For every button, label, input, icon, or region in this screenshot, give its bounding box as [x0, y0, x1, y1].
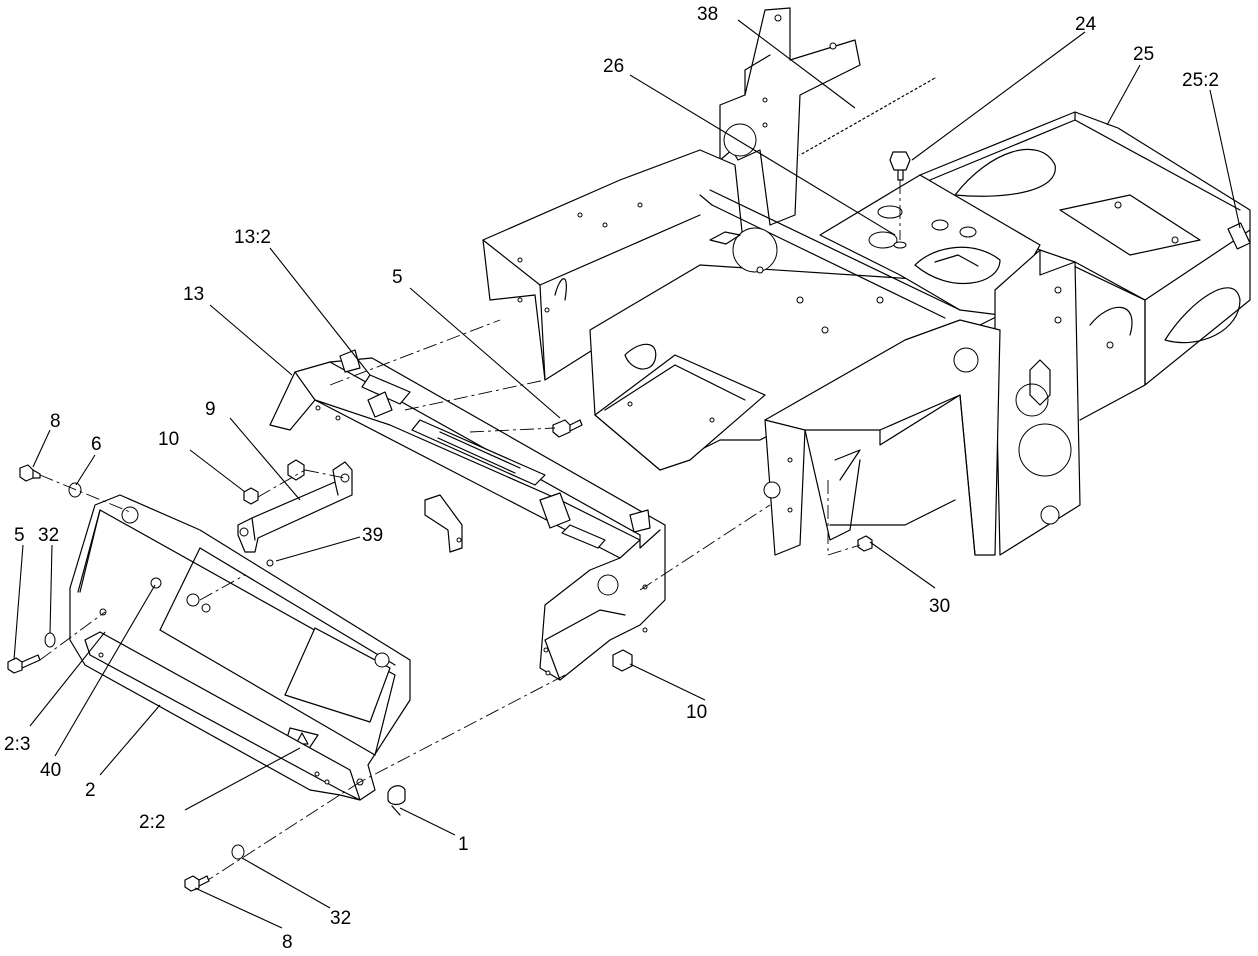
callout-2: 2: [85, 780, 96, 801]
callout-5-top: 5: [392, 267, 403, 288]
nut-10-top: [243, 487, 259, 505]
callout-40: 40: [40, 760, 61, 781]
callout-2-2: 2:2: [139, 812, 165, 833]
control-panel-2: [69, 494, 411, 801]
bolt-5-top: [552, 419, 571, 438]
bolt-8-bottom: [184, 875, 200, 892]
bracket-13: [269, 349, 666, 681]
callout-38: 38: [697, 4, 718, 25]
washer-6: [68, 482, 82, 498]
bolt-30: [857, 535, 873, 552]
callout-2-3: 2:3: [4, 734, 30, 755]
decal-13-2: [361, 374, 411, 405]
callout-30: 30: [929, 596, 950, 617]
knob-24: [889, 151, 911, 249]
callout-39: 39: [362, 525, 383, 546]
callout-8-top: 8: [50, 411, 61, 432]
callout-25: 25: [1133, 44, 1154, 65]
plug-40: [150, 577, 162, 589]
washer-32-bottom: [231, 844, 245, 860]
callout-10-top: 10: [158, 429, 179, 450]
callout-9: 9: [205, 399, 216, 420]
callout-8-bottom: 8: [282, 932, 293, 953]
callout-32-left: 32: [38, 525, 59, 546]
callout-32-bottom: 32: [330, 908, 351, 929]
callout-24: 24: [1075, 14, 1097, 35]
nut-39: [266, 559, 274, 567]
decal-25-2: [1227, 222, 1251, 250]
bolt-5-left: [7, 657, 23, 674]
arm-9: [237, 461, 353, 553]
callout-6: 6: [91, 434, 102, 455]
knob-1: [387, 785, 406, 806]
callout-13: 13: [183, 284, 204, 305]
decal-main-label: [411, 419, 546, 486]
spring-38: [799, 76, 936, 157]
main-frame: [482, 7, 1251, 556]
callout-10-right: 10: [686, 702, 707, 723]
bolt-8-top: [19, 464, 34, 482]
leader-lines: [13, 19, 1241, 929]
hardware: [7, 419, 873, 892]
callout-25-2: 25:2: [1182, 70, 1219, 91]
callout-13-2: 13:2: [234, 227, 271, 248]
callout-labels: 38 24 25 26 25:2 13:2 13 5 9 10 8 6 5 32…: [4, 4, 1219, 953]
callout-26: 26: [603, 56, 624, 77]
nut-10-lower: [612, 649, 633, 672]
washer-32-left: [44, 632, 56, 648]
callout-5-left: 5: [14, 525, 25, 546]
callout-1: 1: [458, 834, 469, 855]
